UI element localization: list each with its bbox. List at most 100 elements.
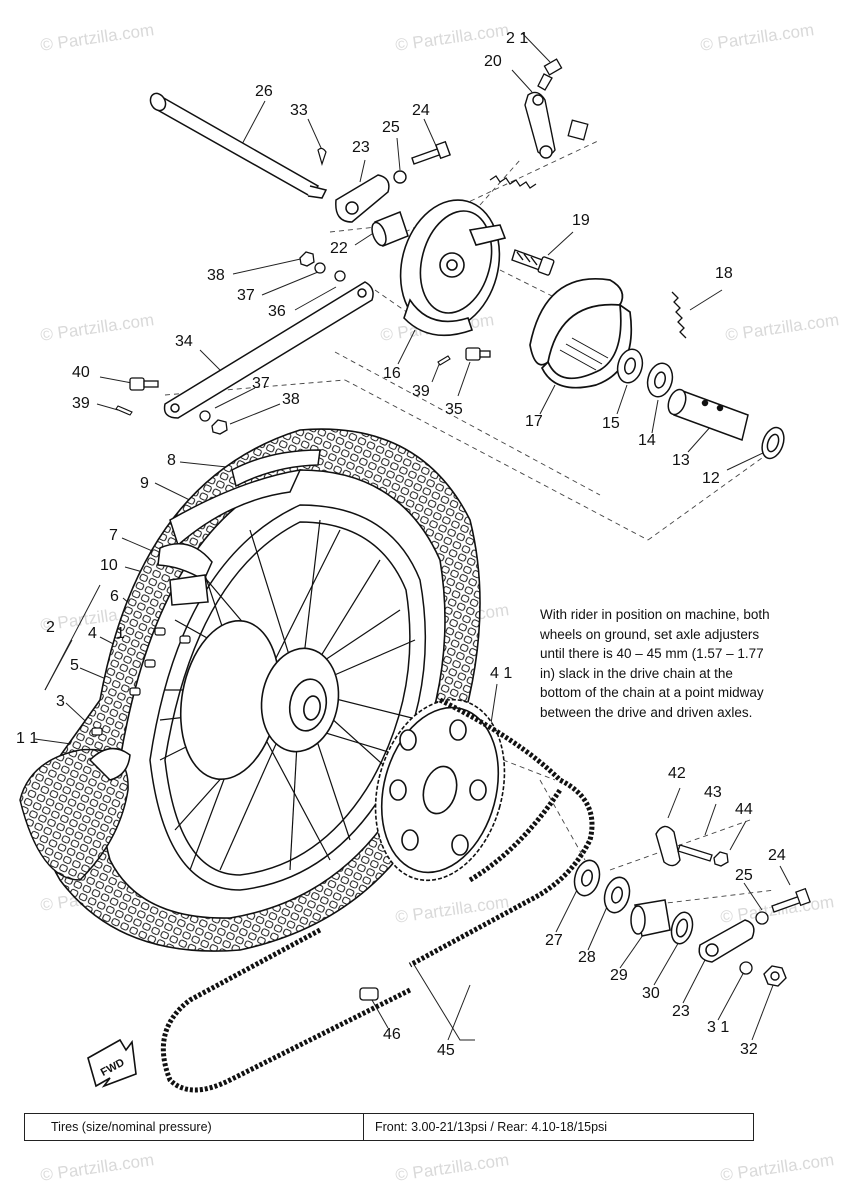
callout-19: 19 (572, 212, 590, 229)
cotter-pin (437, 355, 451, 366)
callout-26: 26 (255, 83, 273, 100)
callout-2: 2 (46, 619, 55, 636)
callout-9: 9 (140, 475, 149, 492)
callout-18: 18 (715, 265, 733, 282)
callout-40: 40 (72, 364, 90, 381)
plate-bolt (465, 347, 491, 361)
callout-33: 33 (290, 102, 308, 119)
nut (211, 419, 228, 435)
brake-camshaft (511, 249, 555, 276)
callout-1: 1 (116, 625, 125, 642)
bearing (646, 362, 674, 398)
note-line: bottom of the chain at a point midway (540, 685, 764, 700)
callout-27: 27 (545, 932, 563, 949)
rear-hub (179, 619, 340, 781)
bearing (616, 348, 644, 384)
callout-6: 6 (110, 588, 119, 605)
callout-38: 38 (282, 391, 300, 408)
callout-13: 13 (672, 452, 690, 469)
collar (573, 859, 601, 897)
brake-shoe-spring (671, 291, 687, 339)
spacer (630, 899, 671, 937)
adjuster-bolt (677, 844, 713, 862)
callout-24: 24 (768, 847, 786, 864)
callout-21: 2 1 (506, 30, 529, 47)
washer (739, 961, 753, 975)
drive-chain (160, 697, 595, 1093)
washer (199, 410, 211, 422)
note-line: wheels on ground, set axle adjusters (540, 626, 760, 642)
callout-3: 3 (56, 693, 65, 710)
torque-arm (163, 281, 374, 419)
callout-30: 30 (642, 985, 660, 1002)
callout-24: 24 (412, 102, 430, 119)
callout-39: 39 (72, 395, 90, 412)
callout-34: 34 (175, 333, 193, 350)
collar (371, 211, 409, 247)
chain-joint (359, 987, 379, 1001)
brake-shoes (529, 278, 633, 389)
callout-28: 28 (578, 949, 596, 966)
callout-37: 37 (237, 287, 255, 304)
spec-divider (363, 1114, 364, 1140)
callout-41: 4 1 (490, 665, 513, 682)
note-line: between the drive and driven axles. (540, 704, 753, 720)
callout-20: 20 (484, 53, 502, 70)
washer (755, 911, 769, 925)
callout-15: 15 (602, 415, 620, 432)
wheel-spacer (667, 388, 749, 441)
tire-spec-label: Tires (size/nominal pressure) (51, 1120, 212, 1134)
adjuster-bolt (411, 140, 451, 165)
wheel-rim (149, 504, 427, 891)
callout-38: 38 (207, 267, 225, 284)
tire-spec-values: Front: 3.00-21/13psi / Rear: 4.10-18/15p… (375, 1120, 608, 1134)
washer (314, 262, 326, 274)
callout-22: 22 (330, 240, 348, 257)
callout-39: 39 (412, 383, 430, 400)
callout-12: 12 (702, 470, 720, 487)
spoke-nipples (91, 627, 191, 736)
callout-45: 45 (437, 1042, 455, 1059)
brake-return-spring (489, 175, 537, 189)
callout-16: 16 (383, 365, 401, 382)
nut (299, 251, 315, 267)
callout-8: 8 (167, 452, 176, 469)
cotter-pin (317, 147, 327, 167)
axle-adjuster-left (335, 174, 390, 223)
note-line: With rider in position on machine, both (540, 607, 770, 622)
cotter-pin (115, 405, 133, 416)
chain-slack-note: With rider in position on machine, both … (540, 605, 860, 722)
oil-seal (670, 911, 694, 945)
callout-11: 1 1 (16, 730, 39, 747)
callout-7: 7 (109, 527, 118, 544)
callout-14: 14 (638, 432, 656, 449)
callout-46: 46 (383, 1026, 401, 1043)
bearing (603, 876, 631, 914)
callout-31: 3 1 (707, 1019, 730, 1036)
callout-25: 25 (735, 867, 753, 884)
note-line: in) slack in the drive chain at the (540, 665, 733, 681)
callout-4: 4 (88, 625, 97, 642)
callout-43: 43 (704, 784, 722, 801)
brake-cam-lever (524, 91, 556, 159)
callout-23: 23 (352, 139, 370, 156)
adjuster-bolt (771, 887, 811, 913)
lever-bolt (537, 58, 563, 91)
rear-sprocket (374, 698, 506, 882)
rim-band-and-tube (157, 449, 321, 606)
callout-10: 10 (100, 557, 118, 574)
callout-32: 32 (740, 1041, 758, 1058)
rear-axle (149, 92, 328, 199)
callout-37: 37 (252, 375, 270, 392)
callout-25: 25 (382, 119, 400, 136)
torque-arm-bolt (129, 377, 159, 391)
callout-35: 35 (445, 401, 463, 418)
note-line: until there is 40 – 45 mm (1.57 – 1.77 (540, 646, 764, 661)
callout-44: 44 (735, 801, 753, 818)
nut (713, 851, 729, 867)
callout-5: 5 (70, 657, 79, 674)
oil-seal (761, 426, 785, 460)
callout-29: 29 (610, 967, 628, 984)
washer (393, 170, 407, 184)
